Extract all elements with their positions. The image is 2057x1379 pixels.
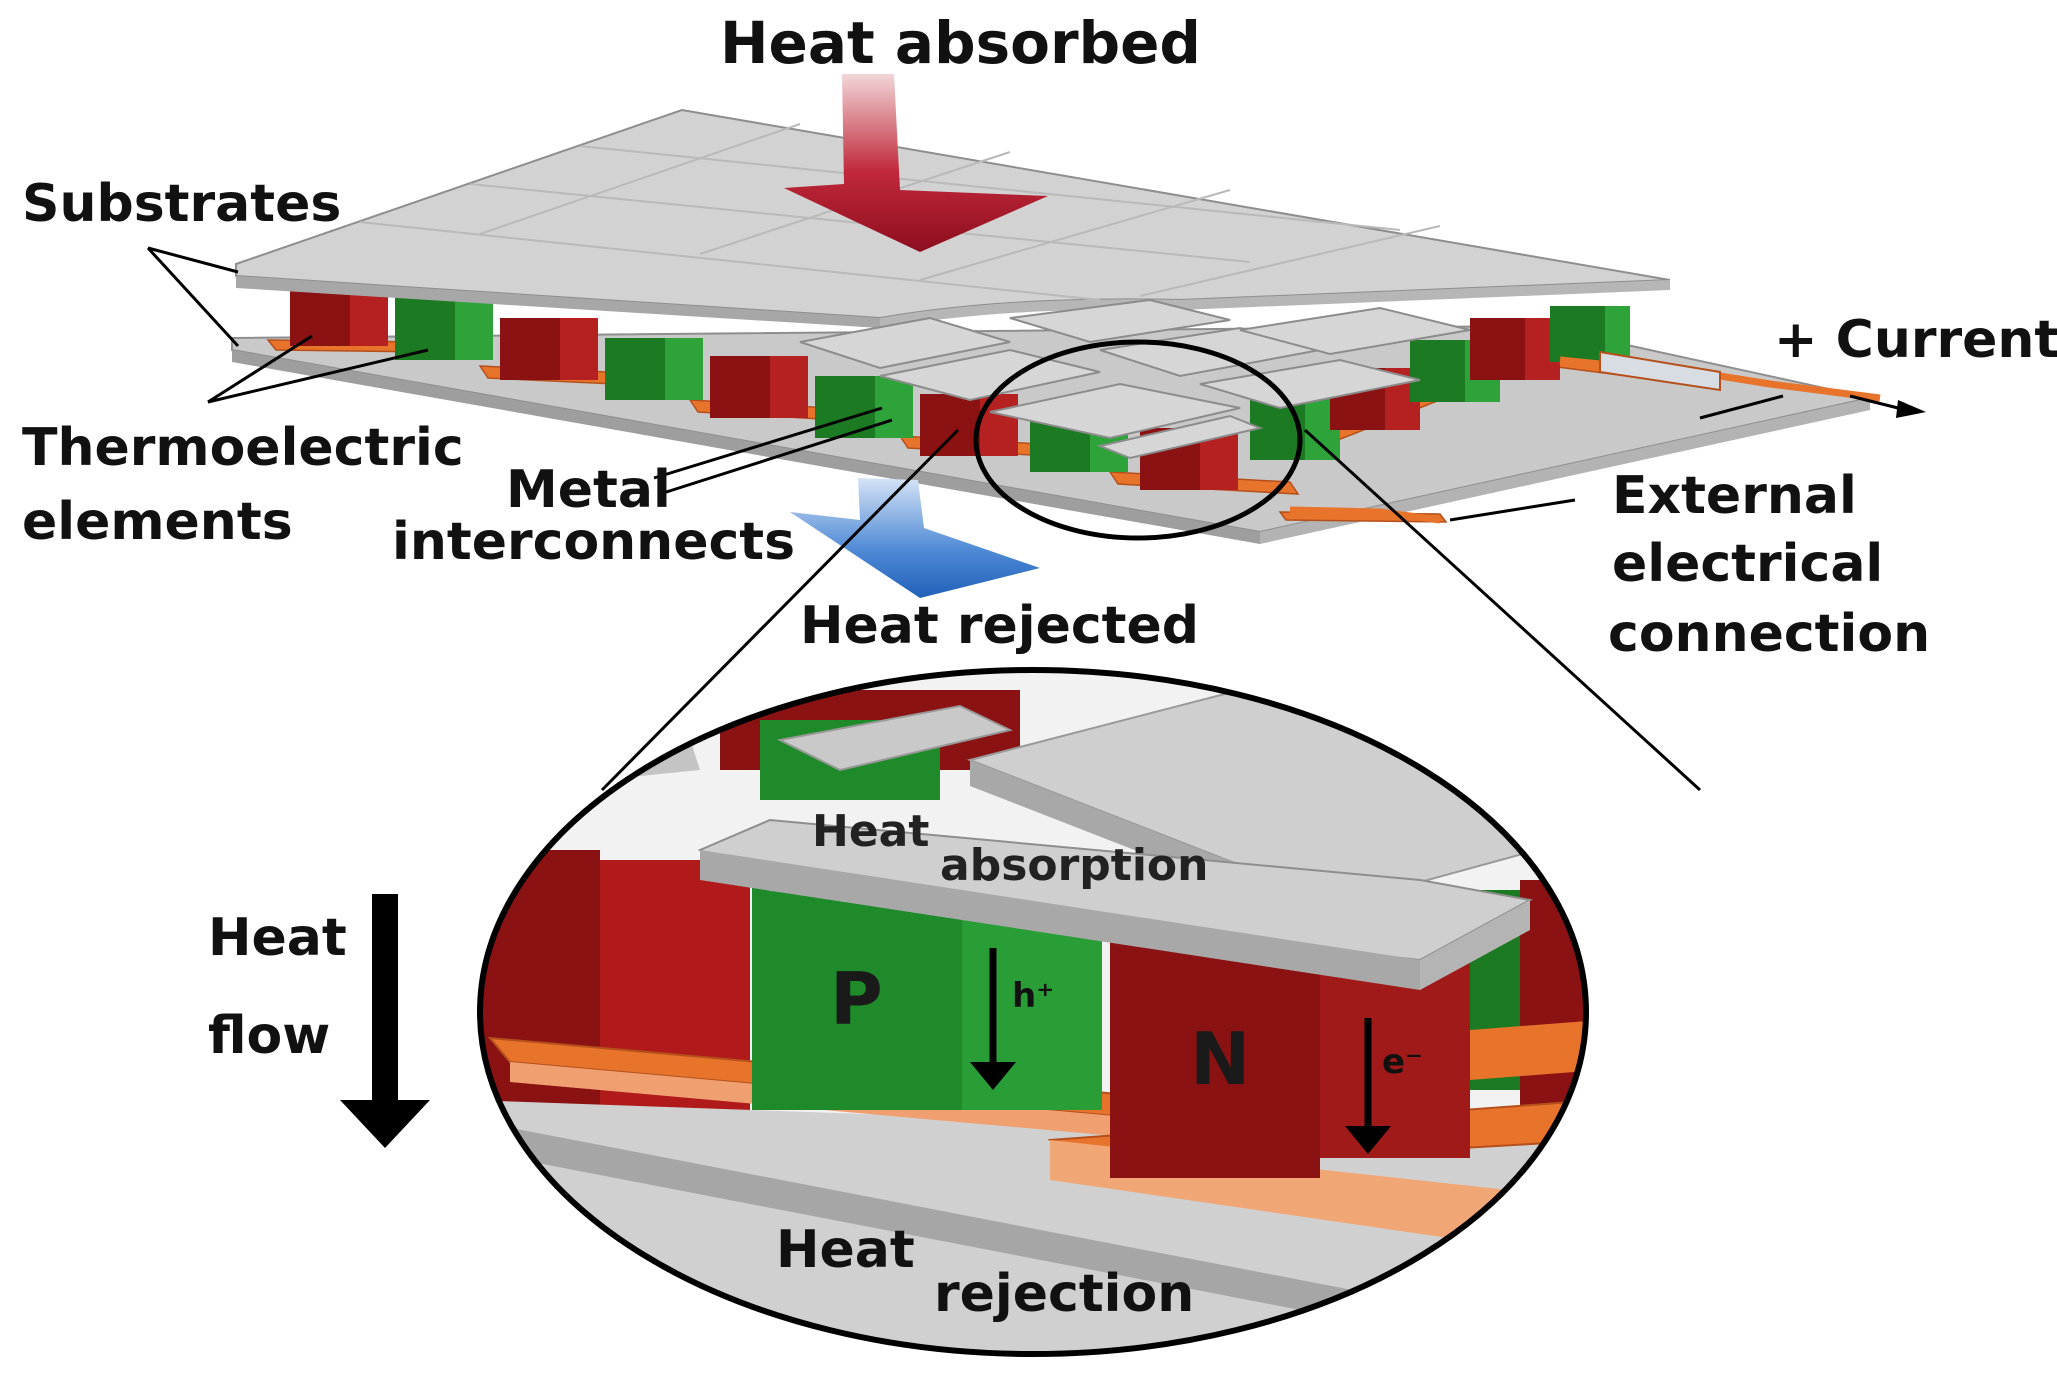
metal-interconnects-label-line1: Metal: [506, 460, 671, 520]
external-connection-label-line2: electrical: [1612, 534, 1884, 594]
p-type-label: P: [830, 957, 883, 1041]
n-element: [710, 356, 808, 418]
heat-rejection-label-line2: rejection: [934, 1264, 1195, 1324]
wire-terminal: [1599, 350, 1721, 392]
heat-flow-label-line2: flow: [208, 1006, 331, 1066]
zoom-outline-ellipse: [477, 667, 1589, 1357]
external-connection-label-line1: External: [1612, 466, 1857, 526]
metal-interconnects-label-line2: interconnects: [392, 512, 796, 572]
leader-lines: [146, 246, 1784, 792]
heat-rejected-label: Heat rejected: [800, 596, 1200, 656]
p-element: [395, 298, 493, 360]
heat-absorbed-label: Heat absorbed: [720, 9, 1201, 77]
p-element: [1550, 306, 1630, 362]
n-element: [920, 394, 1018, 456]
heat-rejection-label-line1: Heat: [776, 1220, 915, 1280]
electron-carrier-label: e⁻: [1382, 1042, 1424, 1082]
n-element: [500, 318, 598, 380]
n-element: [1470, 318, 1560, 380]
electron-direction-arrow-icon: [1345, 1126, 1391, 1154]
n-type-label: N: [1190, 1017, 1251, 1101]
external-connection-label-line3: connection: [1608, 604, 1931, 664]
zoom-selection-ellipse: [973, 339, 1303, 541]
hole-carrier-label: h⁺: [1012, 976, 1055, 1016]
heat-absorption-label-line2: absorption: [940, 840, 1209, 891]
substrates-label: Substrates: [22, 174, 342, 234]
thermoelectric-label-line2: elements: [22, 492, 293, 552]
thermoelectric-label-line1: Thermoelectric: [22, 418, 464, 478]
element-row: [290, 284, 1630, 490]
heat-flow-arrow-icon: [340, 894, 430, 1148]
heat-absorbed-arrow-icon: [784, 74, 1048, 252]
current-label: + Current: [1774, 310, 2057, 370]
heat-absorption-label-line1: Heat: [812, 806, 930, 857]
heat-flow-label-line1: Heat: [208, 908, 347, 968]
hole-direction-arrow-icon: [970, 1062, 1016, 1090]
heat-rejected-arrow-icon: [790, 478, 1040, 598]
p-element: [605, 338, 703, 400]
current-arrow-icon: [1849, 394, 1926, 418]
